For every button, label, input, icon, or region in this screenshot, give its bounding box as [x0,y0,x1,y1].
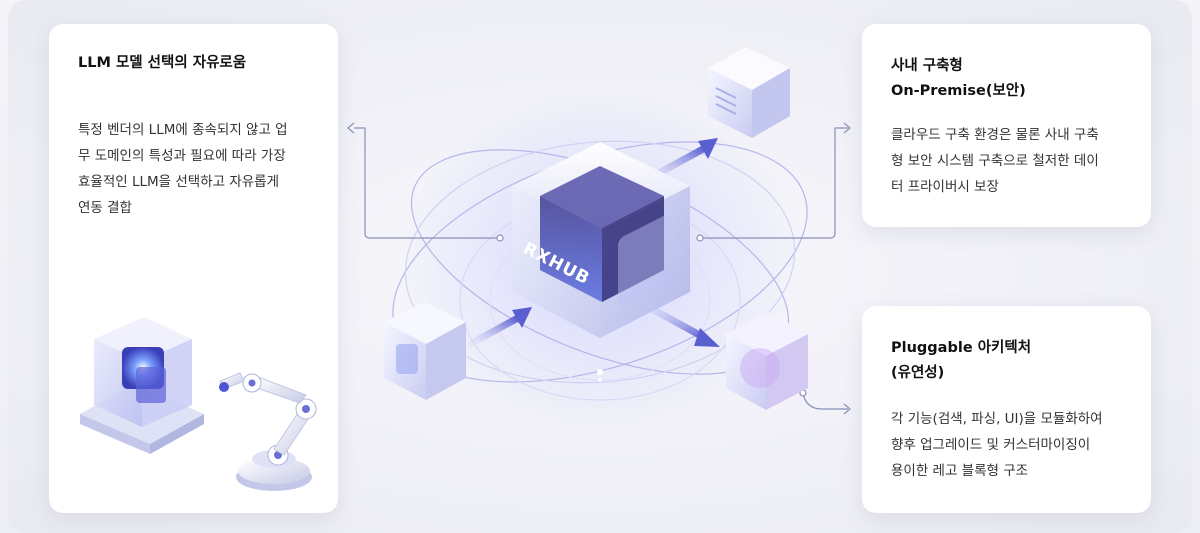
feature-card-llm-choice: LLM 모델 선택의 자유로움 특정 벤더의 LLM에 종속되지 않고 업 무 … [49,24,338,513]
cube-icon-right [726,312,808,410]
feature-card-on-premise: 사내 구축형 On-Premise(보안) 클라우드 구축 환경은 물론 사내 … [862,24,1151,227]
card-title: 사내 구축형 On-Premise(보안) [891,58,1026,99]
sparkles [597,369,603,382]
rxhub-cube: RXHUB [512,142,690,338]
card-description: 각 기능(검색, 파싱, UI)을 모듈화하여 향후 업그레이드 및 커스터마이… [891,411,1103,479]
robot-arm-icon [80,317,317,491]
card-description: 클라우드 구축 환경은 물론 사내 구축 형 보안 시스템 구축으로 철저한 데… [891,127,1099,195]
card-description: 특정 벤더의 LLM에 종속되지 않고 업 무 도메인의 특성과 필요에 따라 … [78,122,288,216]
feature-card-pluggable: Pluggable 아키텍처 (유연성) 각 기능(검색, 파싱, UI)을 모… [862,306,1151,513]
arrow-icon [468,138,720,347]
cube-icon-left [384,302,466,400]
card-title: LLM 모델 선택의 자유로움 [78,55,247,71]
rxhub-diagram: RXHUB [347,47,851,430]
cube-icon-top [708,47,790,138]
card-title: Pluggable 아키텍처 (유연성) [891,340,1032,381]
